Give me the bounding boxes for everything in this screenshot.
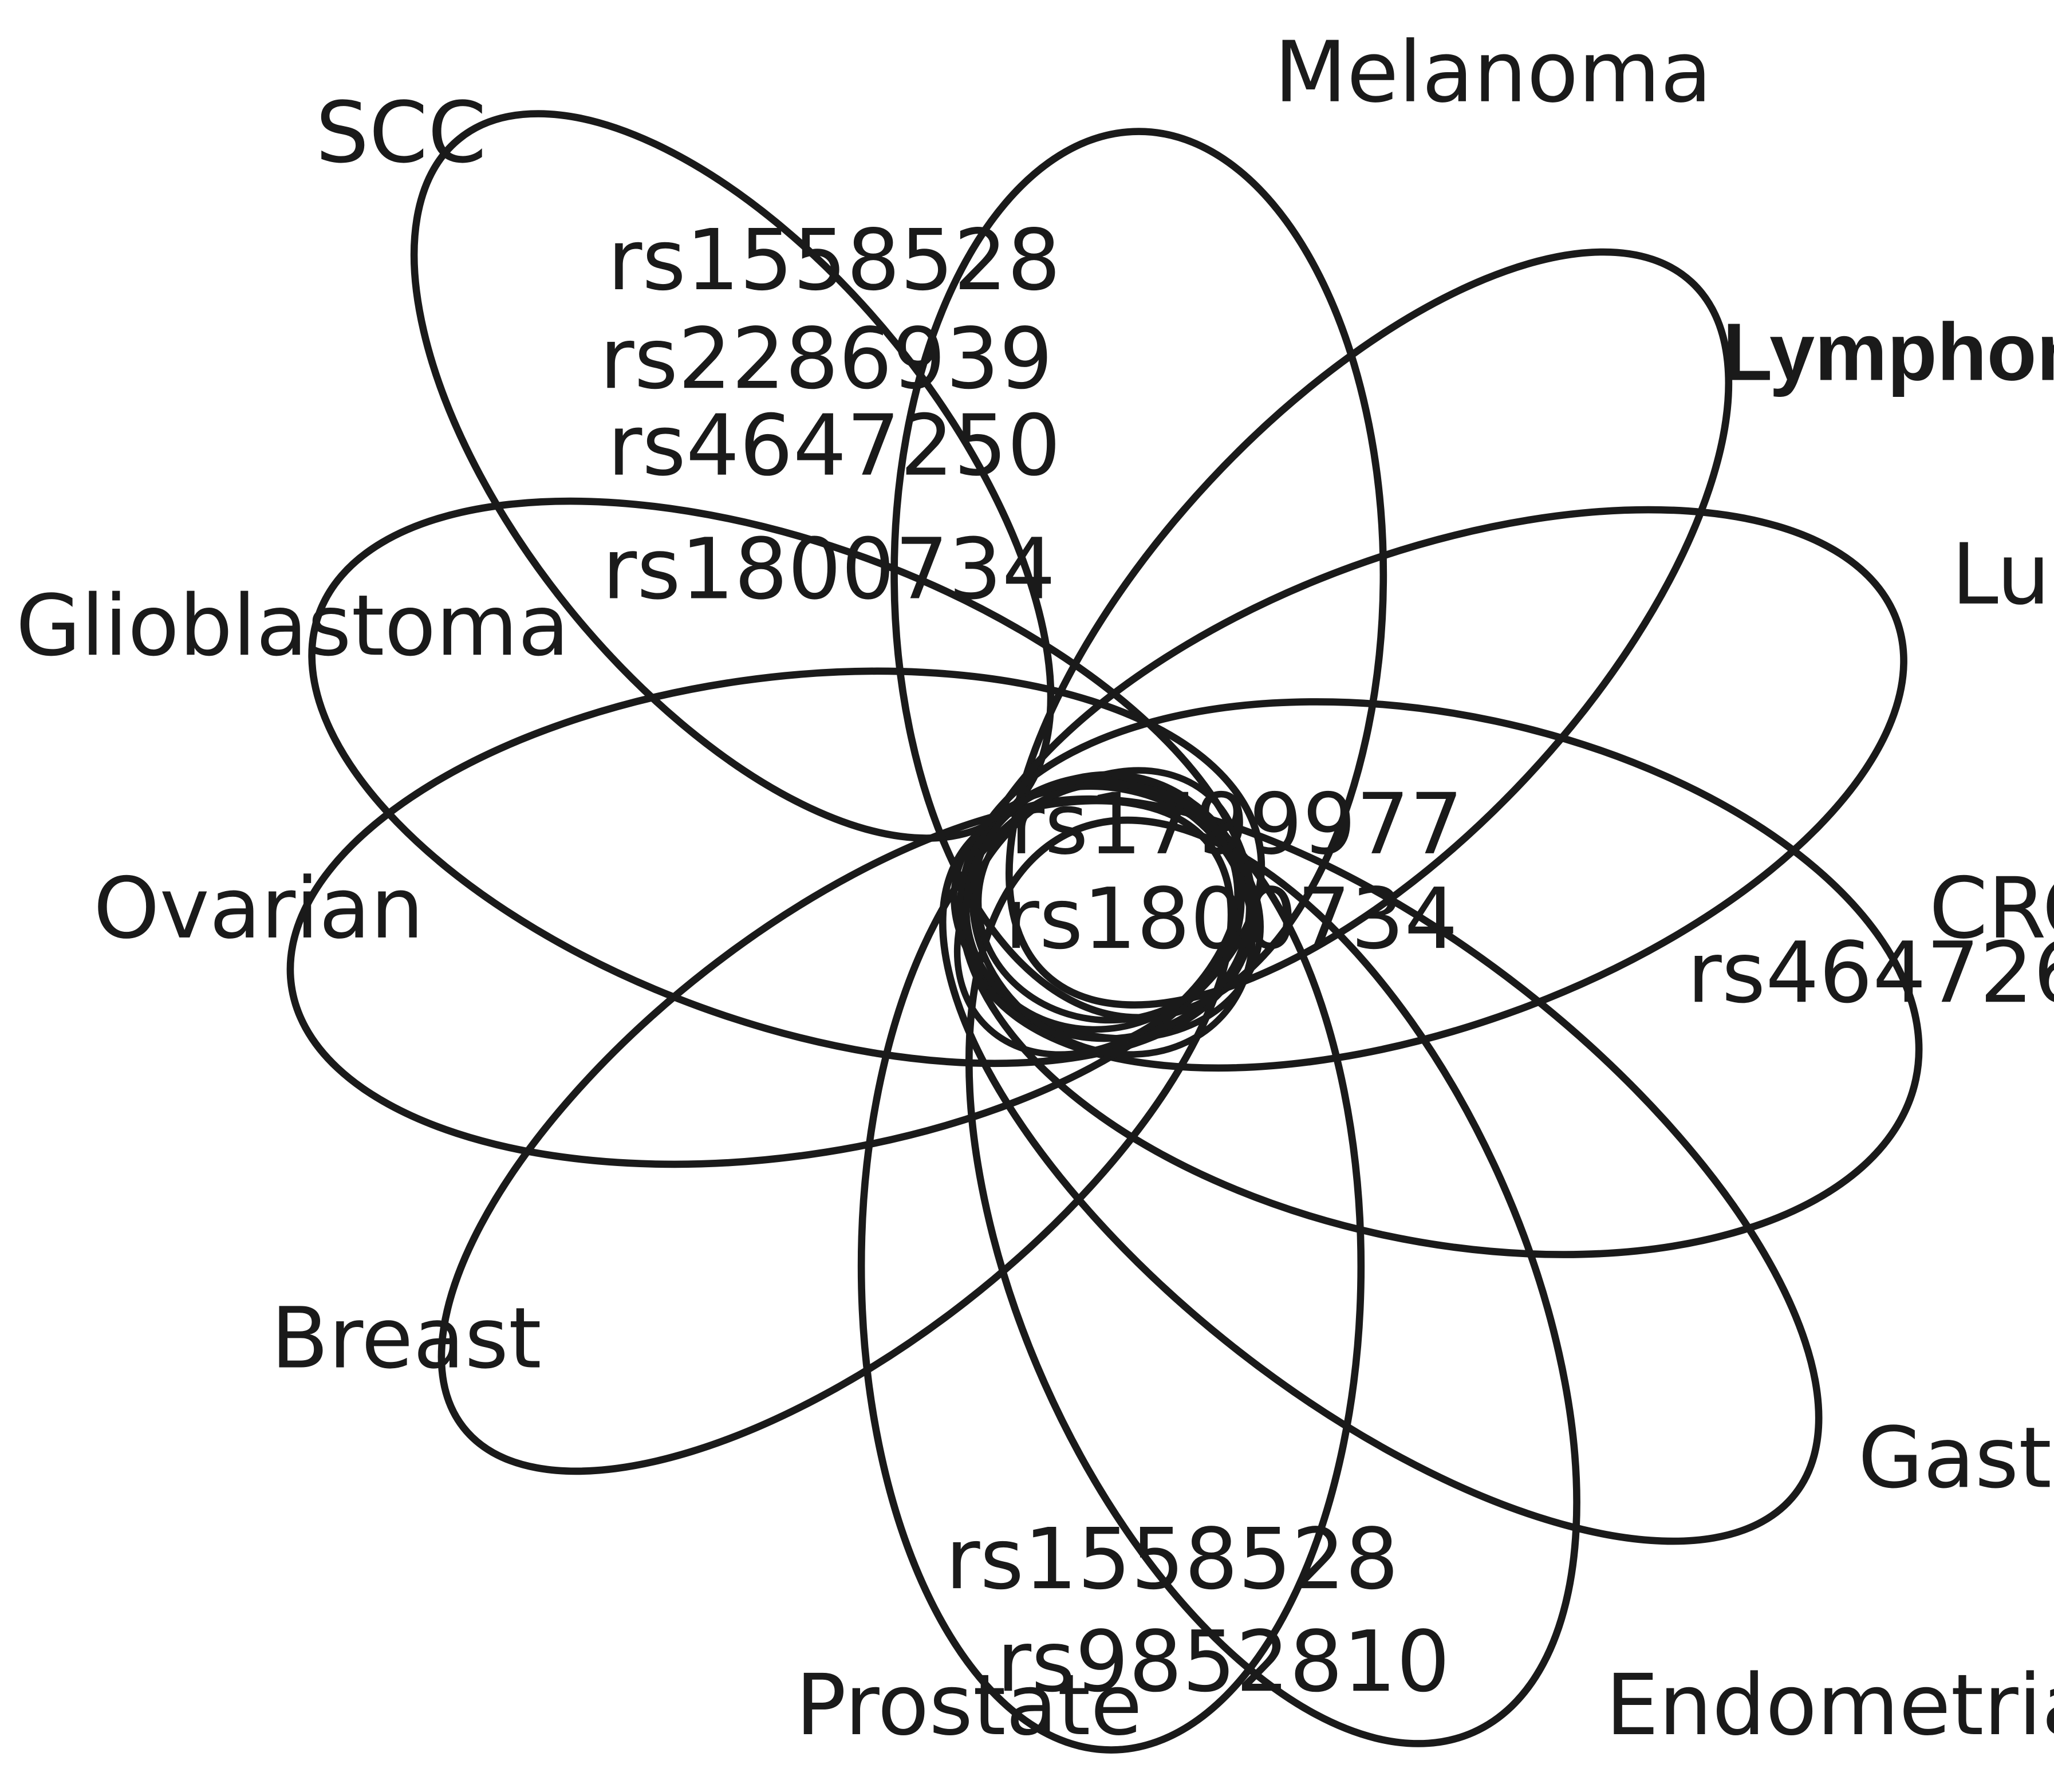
label-scc: SCC bbox=[316, 84, 487, 182]
center-ring bbox=[951, 783, 1264, 1042]
ellipse-endometrial bbox=[965, 816, 1580, 1747]
label-breast: Breast bbox=[271, 1290, 542, 1388]
label-melanoma: Melanoma bbox=[1274, 23, 1712, 121]
snp-center-1: rs1799977 bbox=[1010, 775, 1464, 873]
snp-scc-3: rs4647250 bbox=[608, 397, 1061, 495]
center-intersection-rings bbox=[951, 767, 1264, 1058]
snp-center-2: rs1800734 bbox=[1004, 870, 1458, 968]
ellipse-lymphoma bbox=[1006, 248, 1733, 1009]
center-ring bbox=[969, 777, 1256, 1058]
ellipse-ovarian bbox=[286, 667, 1265, 1168]
label-lung: Lung bbox=[1952, 526, 2054, 624]
snp-scc-1: rs1558528 bbox=[608, 211, 1061, 309]
snp-labels: rs1558528 rs2286939 rs4647250 rs1800734 … bbox=[600, 211, 2054, 1711]
snp-prostate-1: rs1558528 bbox=[945, 1510, 1399, 1608]
label-endometrial: Endometrial bbox=[1606, 1656, 2054, 1754]
ellipse-glioblastoma bbox=[308, 497, 1257, 1067]
center-ring bbox=[975, 780, 1245, 1024]
label-crc: CRC bbox=[1929, 860, 2054, 958]
label-prostate: Prostate bbox=[795, 1656, 1142, 1754]
label-ovarian: Ovarian bbox=[93, 860, 424, 958]
set-labels: SCC Melanoma Lymphoma Lung CRC Gastric E… bbox=[16, 23, 2054, 1754]
snp-scc-4: rs1800734 bbox=[602, 521, 1056, 619]
snp-scc-2: rs2286939 bbox=[600, 310, 1053, 408]
ellipse-breast bbox=[437, 797, 1235, 1475]
label-glioblastoma: Glioblastoma bbox=[16, 577, 570, 675]
label-lymphoma: Lymphoma bbox=[1722, 306, 2054, 397]
snp-crc-1: rs4647269 bbox=[1687, 924, 2054, 1022]
label-gastric: Gastric bbox=[1858, 1409, 2054, 1507]
snp-prostate-2: rs9852810 bbox=[997, 1613, 1450, 1711]
